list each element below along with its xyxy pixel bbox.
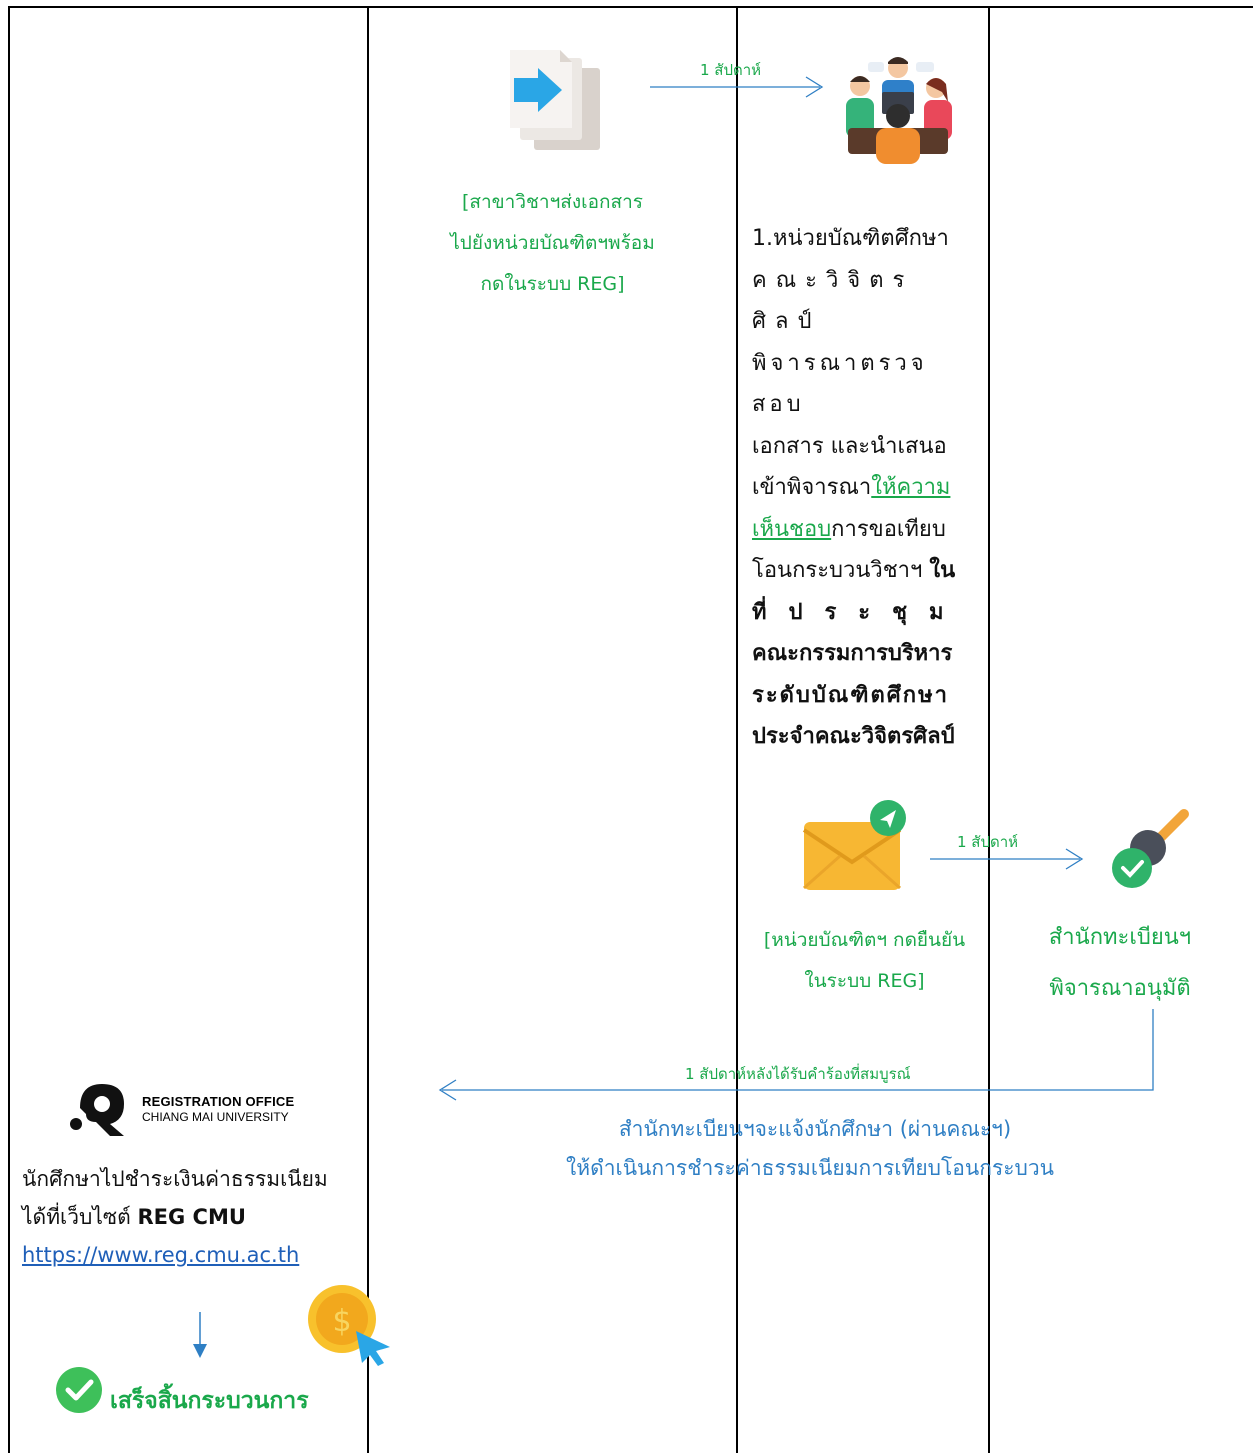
grad-confirm-caption-line: ในระบบ REG] [804, 970, 925, 992]
approval-stamp-icon [1102, 804, 1194, 896]
notify-text-line: ให้ดำเนินการชำระค่าธรรมเนียมการเทียบโอนก… [566, 1156, 1054, 1180]
reg-website-link[interactable]: https://www.reg.cmu.ac.th [22, 1243, 300, 1267]
registrar-approve-caption-line: สำนักทะเบียนฯ [1048, 925, 1192, 950]
grad-unit-text: เข้าพิจารณา [752, 475, 872, 500]
grad-confirm-caption-line: [หน่วยบัณฑิตฯ กดยืนยัน [763, 929, 966, 951]
arrow-right-1 [650, 76, 824, 98]
grad-unit-line: คณะกรรมการบริหาร [752, 641, 953, 666]
table-top-border [8, 6, 1253, 8]
student-pay-text: นักศึกษาไปชำระเงินค่าธรรมเนียม ได้ที่เว็… [22, 1160, 367, 1274]
grad-unit-underlined-text: ให้ความ [871, 475, 951, 500]
logo-title: REGISTRATION OFFICE [142, 1094, 295, 1109]
svg-text:$: $ [332, 1304, 351, 1339]
table-left-border [8, 8, 10, 1453]
grad-unit-line: เข้าพิจารณาให้ความ [752, 467, 980, 509]
logo-subtitle: CHIANG MAI UNIVERSITY [142, 1110, 289, 1124]
notify-text-line: สำนักทะเบียนฯจะแจ้งนักศึกษา (ผ่านคณะฯ) [618, 1117, 1012, 1141]
coin-click-icon: $ [304, 1283, 394, 1367]
meeting-people-icon [838, 52, 958, 164]
document-forward-icon [500, 50, 610, 160]
dept-send-caption: [สาขาวิชาฯส่งเอกสาร ไปยังหน่วยบัณฑิตฯพร้… [380, 182, 725, 305]
column-divider-2 [736, 8, 738, 1453]
grad-unit-text: โอนกระบวนวิชาฯ [752, 558, 930, 583]
column-divider-1 [367, 8, 369, 1453]
reg-cmu-label: REG CMU [137, 1205, 246, 1229]
registrar-approve-caption: สำนักทะเบียนฯ พิจารณาอนุมัติ [1000, 912, 1240, 1014]
grad-unit-line: เห็นชอบการขอเทียบ [752, 509, 980, 551]
grad-unit-line: พิจารณาตรวจสอบ [752, 350, 928, 418]
grad-confirm-caption: [หน่วยบัณฑิตฯ กดยืนยัน ในระบบ REG] [752, 920, 977, 1002]
check-circle-icon [56, 1367, 102, 1413]
student-pay-line: ได้ที่เว็บไซต์ REG CMU [22, 1198, 367, 1236]
arrow-label-1: 1 สัปดาห์ [700, 61, 762, 79]
registrar-approve-caption-line: พิจารณาอนุมัติ [1049, 976, 1191, 1001]
logo-mark-icon [70, 1084, 124, 1136]
grad-unit-line: เอกสาร และนำเสนอ [752, 433, 947, 459]
dept-send-caption-line: [สาขาวิชาฯส่งเอกสาร [462, 191, 643, 213]
grad-unit-description: 1.หน่วยบัณฑิตศึกษา คณะวิจิตรศิลป์ พิจารณ… [752, 218, 980, 758]
notify-text: สำนักทะเบียนฯจะแจ้งนักศึกษา (ผ่านคณะฯ) ใ… [380, 1110, 1240, 1188]
grad-unit-line: ที่ประชุม [752, 599, 966, 625]
return-arrow [438, 1009, 1154, 1101]
grad-unit-text: การขอเทียบ [831, 516, 946, 542]
grad-unit-underlined-text: เห็นชอบ [752, 516, 832, 542]
grad-unit-line: คณะวิจิตรศิลป์ [752, 267, 914, 335]
grad-unit-line: โอนกระบวนวิชาฯ ใน [752, 550, 980, 592]
column-divider-3 [988, 8, 990, 1453]
grad-unit-line: 1.หน่วยบัณฑิตศึกษา [752, 226, 949, 251]
arrow-label-2: 1 สัปดาห์ [957, 833, 1019, 851]
grad-unit-line: ประจำคณะวิจิตรศิลป์ [752, 724, 955, 749]
arrow-down [193, 1312, 207, 1358]
process-complete-label: เสร็จสิ้นกระบวนการ [110, 1388, 309, 1414]
student-pay-line: นักศึกษาไปชำระเงินค่าธรรมเนียม [22, 1167, 328, 1191]
arrow-right-2 [930, 848, 1084, 870]
student-pay-text-part: ได้ที่เว็บไซต์ [22, 1205, 138, 1229]
dept-send-caption-line: ไปยังหน่วยบัณฑิตฯพร้อม [450, 232, 655, 254]
dept-send-caption-line: กดในระบบ REG] [480, 273, 625, 295]
mail-sent-icon [800, 800, 912, 895]
arrow-label-3: 1 สัปดาห์หลังได้รับคำร้องที่สมบูรณ์ [685, 1065, 911, 1083]
student-pay-line: https://www.reg.cmu.ac.th [22, 1236, 367, 1274]
registration-office-logo: REGISTRATION OFFICE CHIANG MAI UNIVERSIT… [66, 1078, 316, 1140]
grad-unit-bold-text: ใน [929, 558, 956, 583]
grad-unit-line: ระดับบัณฑิตศึกษา [752, 682, 949, 708]
